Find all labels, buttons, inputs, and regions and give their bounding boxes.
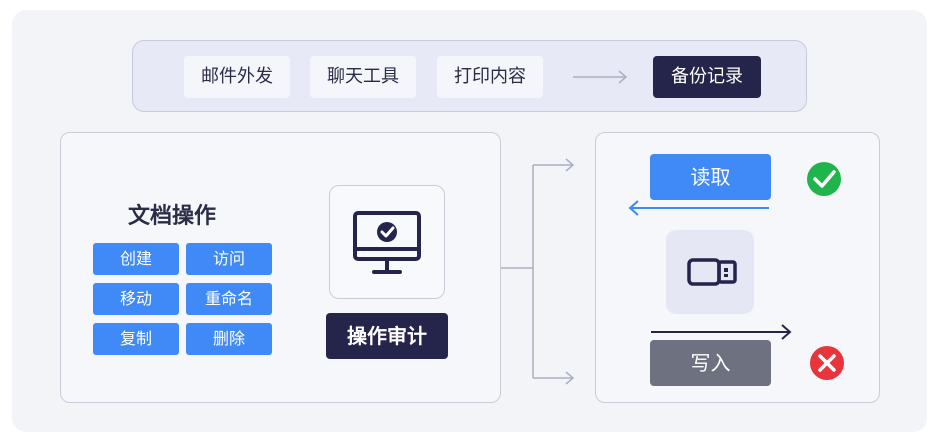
operation-audit-label: 操作审计 — [326, 313, 448, 359]
branch-connector — [501, 158, 575, 385]
usb-drive-icon — [687, 258, 737, 286]
write-button: 写入 — [650, 340, 771, 386]
channel-chat-chip: 聊天工具 — [310, 56, 416, 98]
write-arrow — [651, 324, 792, 340]
backup-record-chip: 备份记录 — [653, 56, 761, 98]
audit-icon-box — [329, 185, 445, 299]
op-delete-button: 删除 — [186, 323, 272, 355]
channel-arrow — [573, 70, 628, 84]
usb-icon-box — [666, 230, 754, 314]
blocked-cross-icon — [810, 346, 844, 380]
allowed-check-icon — [807, 162, 841, 196]
read-arrow — [628, 200, 769, 216]
channel-print-chip: 打印内容 — [437, 56, 543, 98]
channel-email-chip: 邮件外发 — [184, 56, 290, 98]
file-operations-title: 文档操作 — [128, 204, 217, 229]
op-move-button: 移动 — [93, 283, 179, 315]
read-button: 读取 — [650, 154, 771, 200]
op-copy-button: 复制 — [93, 323, 179, 355]
monitor-check-icon — [353, 211, 421, 274]
op-rename-button: 重命名 — [186, 283, 272, 315]
op-access-button: 访问 — [186, 243, 272, 275]
op-create-button: 创建 — [93, 243, 179, 275]
